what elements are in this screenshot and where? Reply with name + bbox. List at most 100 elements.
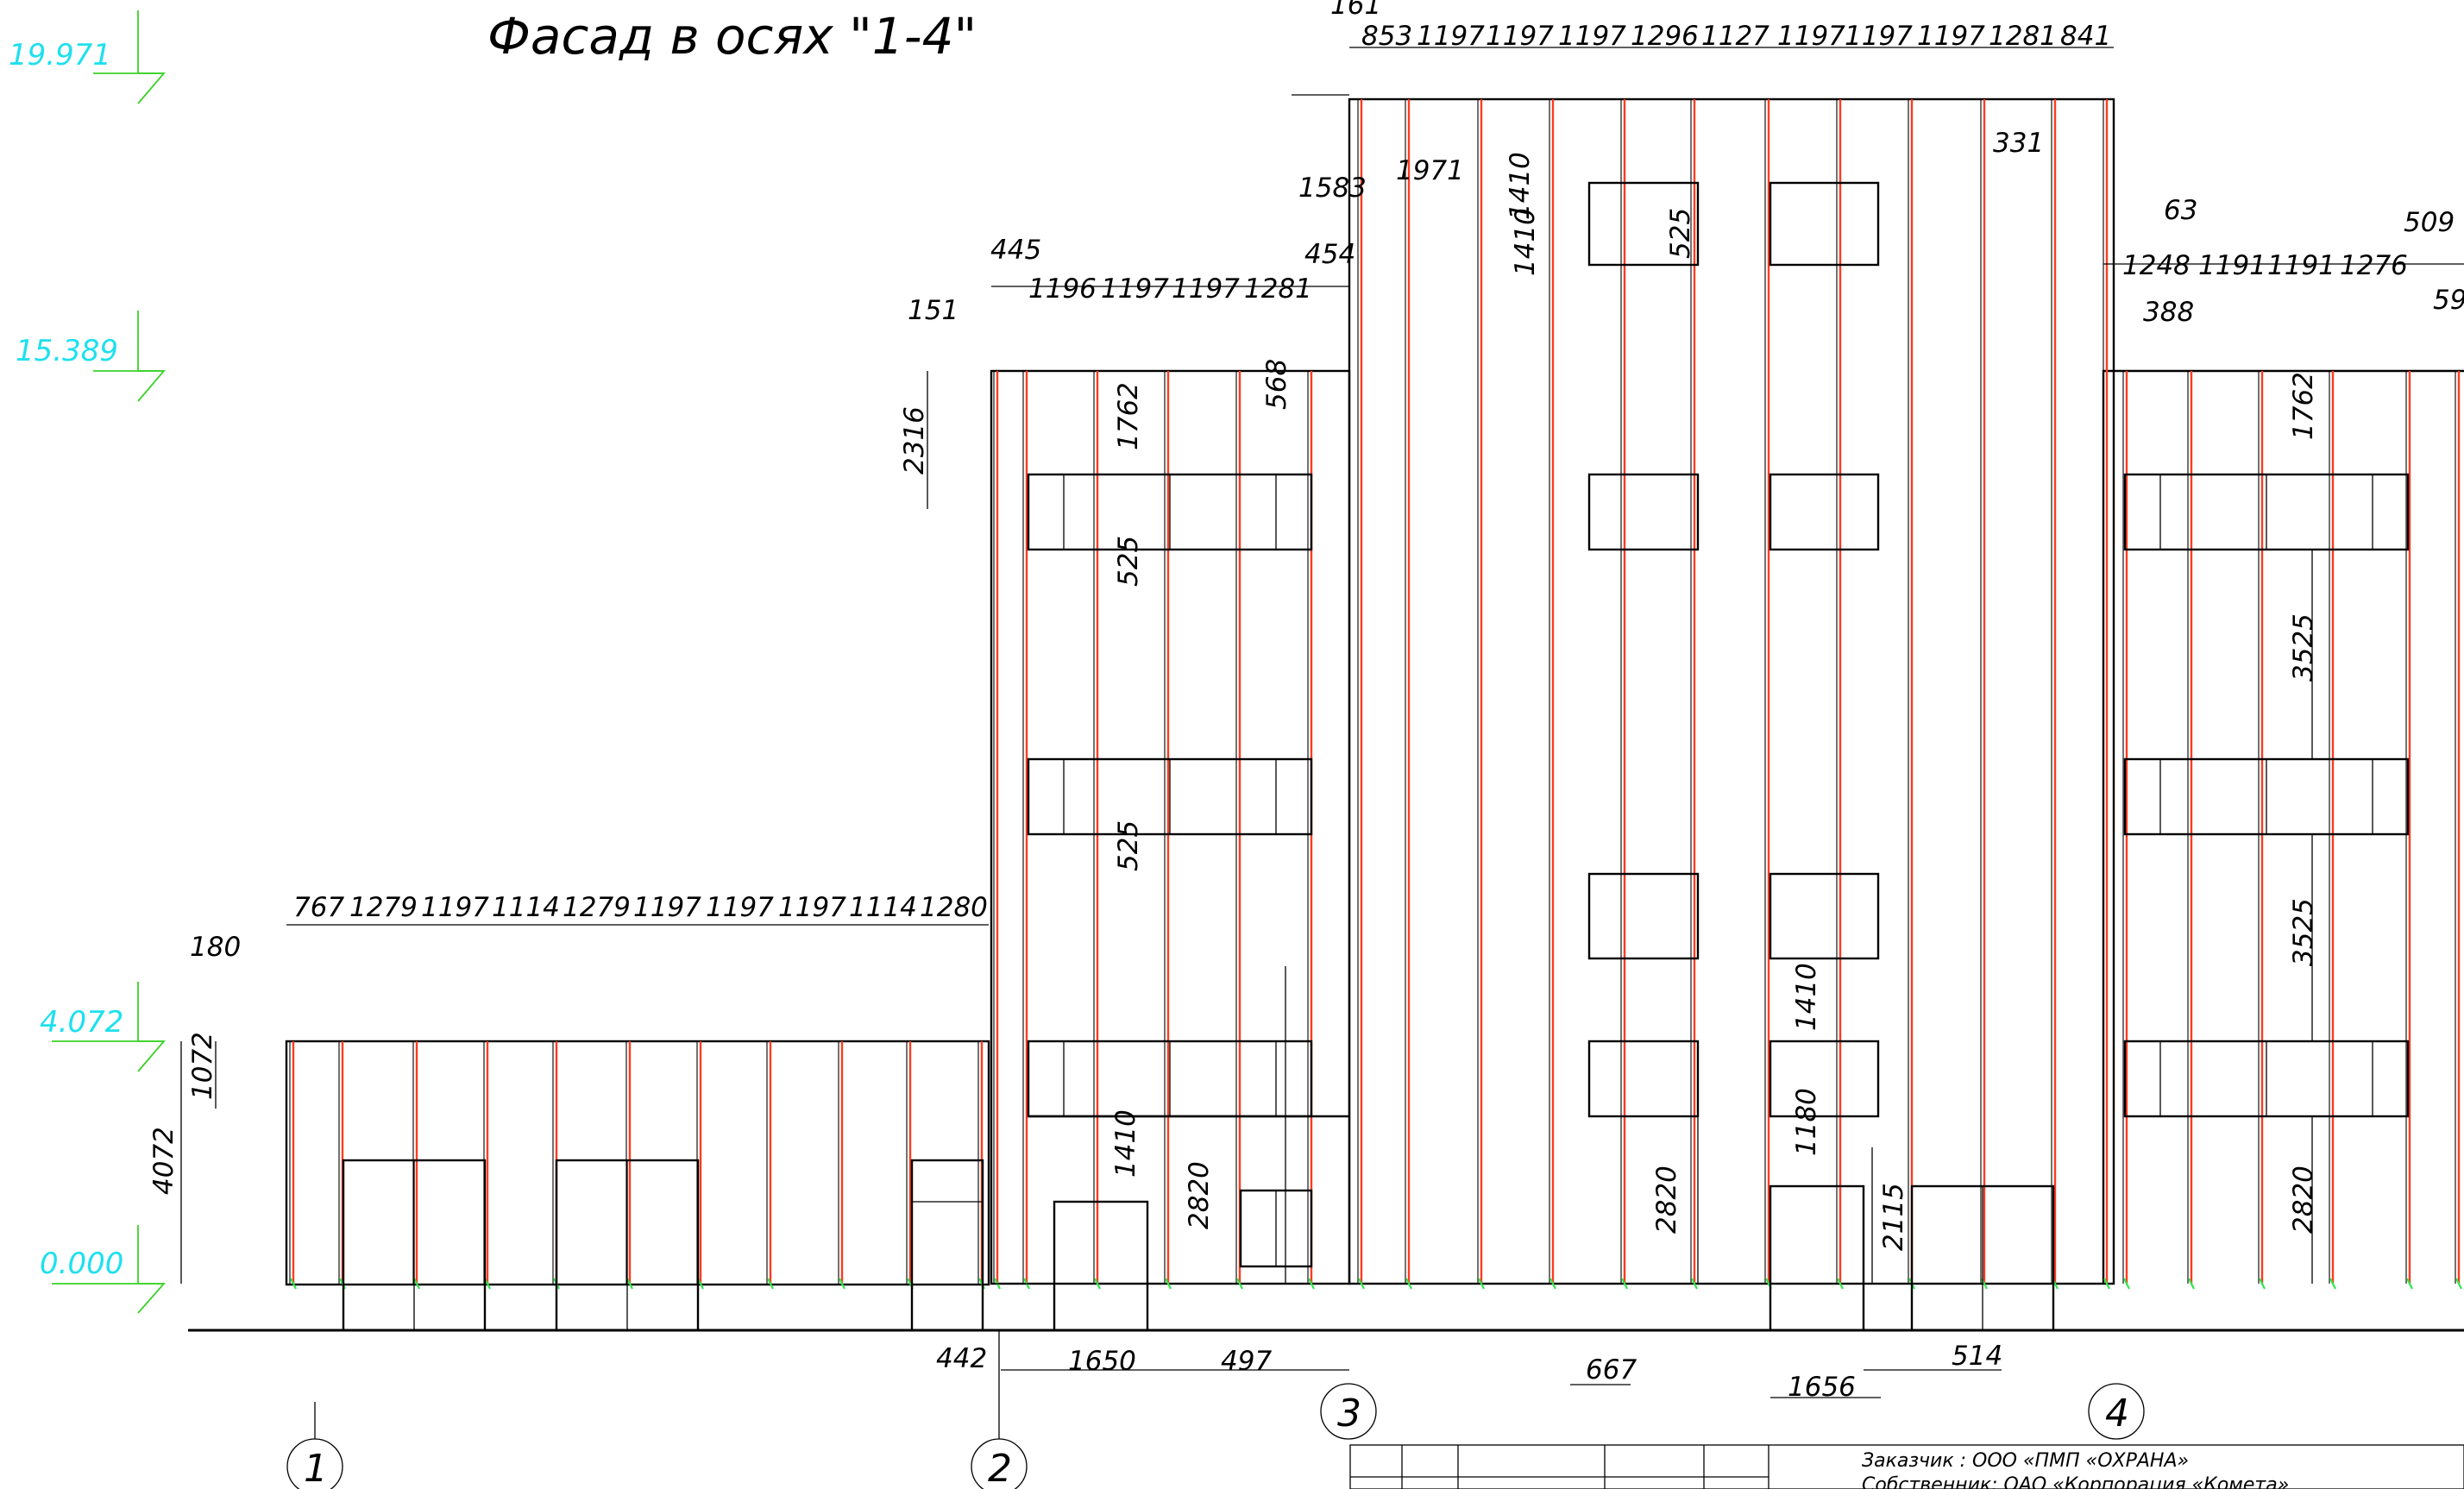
dimension-label: 1971: [1396, 155, 1464, 186]
dimension-label: 1197: [1101, 273, 1169, 305]
windows: [1027, 181, 2410, 1118]
stud-tick: [2123, 1278, 2130, 1290]
dimension-label: 1281: [1244, 273, 1312, 305]
dimension-label: 1197: [421, 892, 489, 923]
doors: [342, 1159, 2055, 1332]
stud-tick: [1621, 1278, 1628, 1290]
dimension-label: 1410: [1505, 152, 1536, 220]
dimension-label: 2820: [1184, 1161, 1215, 1229]
axis-markers: 1 2 3 4: [286, 1330, 2145, 1489]
dimension-label: 1197: [1172, 273, 1240, 305]
stud-tick: [290, 1278, 297, 1290]
dimension-label: 1180: [1791, 1088, 1822, 1156]
dimension-label: 1127: [1701, 21, 1769, 52]
dimension-label: 161: [1330, 0, 1381, 21]
dimension-label: 388: [2143, 297, 2194, 328]
drawing-title: Фасад в осях "1-4": [487, 7, 977, 66]
dimension-label: 1196: [1028, 273, 1097, 305]
dimension-label: 1281: [1989, 21, 2057, 52]
stud-tick: [1691, 1278, 1698, 1290]
stud-tick: [2406, 1278, 2413, 1290]
dimension-label: 454: [1304, 239, 1355, 270]
stud-tick: [2455, 1278, 2462, 1290]
dimension-label: 1280: [920, 892, 988, 923]
stud-tick: [1837, 1278, 1844, 1290]
dimension-label: 1410: [1110, 1109, 1141, 1178]
dimension-label: 442: [936, 1343, 987, 1374]
dimension-label: 1197: [1917, 21, 1985, 52]
dimension-label: 1276: [2340, 250, 2408, 281]
dimension-label: 497: [1221, 1346, 1272, 1377]
dimension-label: 1410: [1510, 208, 1541, 276]
dimension-label: 1197: [1558, 21, 1626, 52]
dimension-label: 2316: [899, 406, 930, 474]
dimension-label: 1197: [778, 892, 846, 923]
dimension-label: 2820: [2288, 1165, 2319, 1234]
stud-tick: [1549, 1278, 1556, 1290]
dimension-label: 180: [190, 932, 241, 963]
stud-tick: [839, 1278, 845, 1290]
dimension-label: 1191: [2198, 250, 2266, 281]
stud-tick: [1308, 1278, 1315, 1290]
stamp-owner: Собственник: ОАО «Корпорация «Комета»: [1862, 1474, 2289, 1489]
dimension-label: 3525: [2288, 898, 2319, 966]
level-4072: 4.072: [40, 1005, 123, 1040]
dimension-label: 853: [1361, 21, 1412, 52]
stud-tick: [1405, 1278, 1412, 1290]
dimension-label: 445: [990, 235, 1041, 266]
stud-tick: [2259, 1278, 2266, 1290]
dimension-label: 1650: [1068, 1346, 1136, 1377]
dimension-label: 59: [2433, 285, 2464, 316]
dimension-label: 1279: [563, 892, 631, 923]
dimension-label: 1296: [1631, 21, 1699, 52]
dimension-label: 1197: [706, 892, 774, 923]
wall-studs: [289, 99, 2462, 1290]
level-15389: 15.389: [16, 334, 118, 368]
dimension-label: 1197: [1845, 21, 1913, 52]
stud-tick: [626, 1278, 633, 1290]
dimension-label: 1279: [349, 892, 418, 923]
dimension-label: 1248: [2122, 250, 2191, 281]
axis-4: 4: [2105, 1392, 2129, 1436]
dimension-label: 63: [2164, 195, 2197, 226]
dimension-label: 1191: [2267, 250, 2335, 281]
dimension-label: 1114: [849, 892, 917, 923]
dimension-label: 1197: [633, 892, 701, 923]
dimension-label: 1762: [1113, 382, 1144, 450]
axis-3: 3: [1337, 1392, 1361, 1436]
dimension-label: 841: [2060, 21, 2111, 52]
dimension-label: 1656: [1788, 1372, 1856, 1403]
dimension-label: 1197: [1417, 21, 1485, 52]
stud-tick: [1165, 1278, 1172, 1290]
dimension-label: 568: [1261, 359, 1292, 410]
dimension-label: 667: [1586, 1354, 1637, 1385]
axis-2: 2: [988, 1447, 1012, 1489]
stamp-customer: Заказчик : ООО «ПМП «ОХРАНА»: [1862, 1450, 2189, 1472]
dimension-label: 1762: [2288, 372, 2319, 440]
level-0000: 0.000: [40, 1247, 123, 1281]
stud-tick: [1358, 1278, 1365, 1290]
dimension-label: 1072: [187, 1032, 218, 1100]
title-block: Заказчик : ООО «ПМП «ОХРАНА» Собственник…: [1349, 1444, 2464, 1489]
dimension-label: 514: [1952, 1341, 2002, 1372]
dimension-label: 509: [2404, 207, 2455, 238]
level-19971: 19.971: [9, 38, 111, 72]
stud-tick: [1094, 1278, 1101, 1290]
dimension-lines: [180, 47, 2464, 1398]
dimension-label: 2115: [1878, 1183, 1909, 1251]
stud-tick: [1236, 1278, 1243, 1290]
axis-1: 1: [304, 1447, 328, 1489]
stud-tick: [2329, 1278, 2336, 1290]
dimension-label: 525: [1113, 536, 1144, 587]
dimension-label: 767: [293, 892, 344, 923]
dimension-label: 1583: [1298, 173, 1367, 204]
dimension-label: 4072: [148, 1127, 179, 1195]
stud-tick: [413, 1278, 420, 1290]
dimension-label: 525: [1113, 820, 1144, 871]
dimension-label: 1197: [1777, 21, 1845, 52]
dimension-label: 1410: [1791, 963, 1822, 1031]
dimension-label: 331: [1993, 128, 2044, 159]
dimension-label: 1114: [492, 892, 560, 923]
